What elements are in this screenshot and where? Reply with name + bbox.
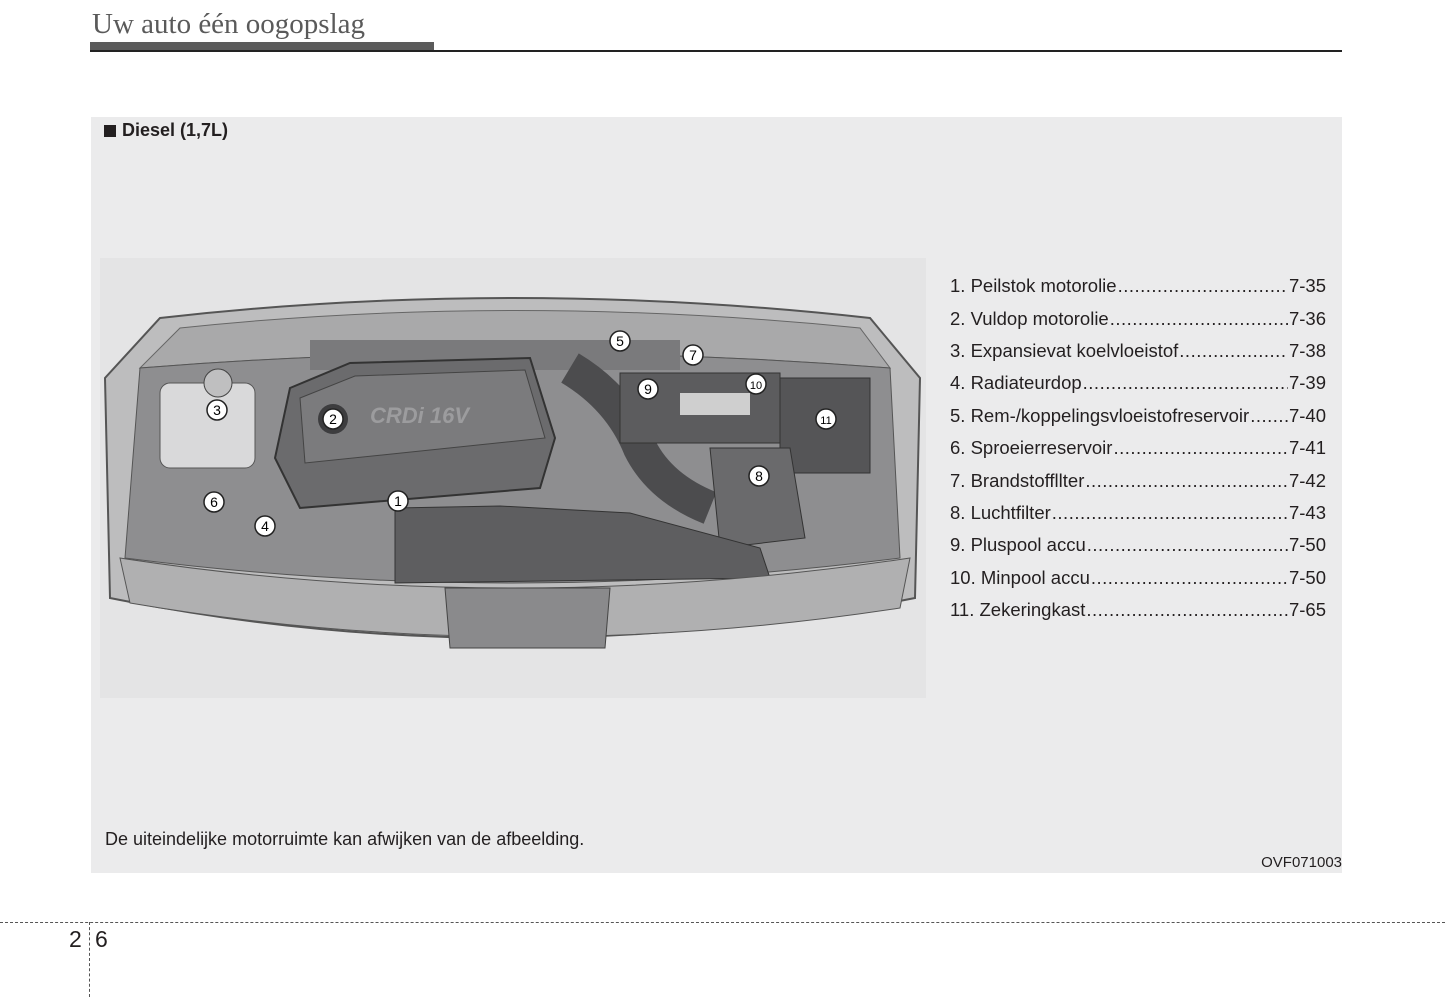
engine-bay-drawing: CRDi 16V 1 2 3 4 5 6 7 8 9 10 11 bbox=[103, 297, 922, 649]
callout-marker: 2 bbox=[322, 408, 344, 430]
callout-number: 10 bbox=[750, 380, 762, 392]
legend-item: 1. Peilstok motorolie 7-35 bbox=[950, 270, 1326, 302]
callout-marker: 4 bbox=[254, 515, 276, 537]
footer-divider bbox=[0, 922, 1445, 923]
callout-number: 4 bbox=[261, 518, 269, 534]
legend-label: 3. Expansievat koelvloeistof bbox=[950, 339, 1179, 361]
legend-item: 11. Zekeringkast 7-65 bbox=[950, 594, 1326, 626]
component-legend: 1. Peilstok motorolie 7-35 2. Vuldop motor… bbox=[950, 270, 1326, 626]
callout-marker: 11 bbox=[815, 408, 837, 430]
legend-label: 4. Radiateurdop bbox=[950, 372, 1082, 394]
legend-label: 8. Luchtfilter bbox=[950, 501, 1051, 523]
leader-dots bbox=[1110, 308, 1288, 330]
legend-label: 10. Minpool accu bbox=[950, 566, 1090, 588]
page-title: Uw auto één oogopslag bbox=[92, 8, 366, 40]
legend-item: 10. Minpool accu 7-50 bbox=[950, 562, 1326, 594]
section-label: Diesel (1,7L) bbox=[122, 120, 229, 140]
callout-marker: 6 bbox=[203, 491, 225, 513]
callout-marker: 8 bbox=[748, 465, 770, 487]
legend-page-ref: 7-36 bbox=[1288, 307, 1326, 329]
legend-label: 11. Zekeringkast bbox=[950, 599, 1086, 621]
legend-page-ref: 7-50 bbox=[1288, 534, 1326, 556]
leader-dots bbox=[1083, 372, 1288, 394]
callout-number: 1 bbox=[394, 493, 402, 509]
callout-number: 2 bbox=[329, 411, 337, 427]
callout-marker: 5 bbox=[609, 330, 631, 352]
legend-label: 5. Rem-/koppelingsvloeistofreservoir bbox=[950, 404, 1250, 426]
legend-label: 1. Peilstok motorolie bbox=[950, 275, 1117, 297]
callout-marker: 10 bbox=[745, 373, 767, 395]
callout-number: 7 bbox=[689, 347, 697, 363]
callout-marker: 9 bbox=[637, 378, 659, 400]
figure-code: OVF071003 bbox=[1261, 854, 1342, 871]
legend-page-ref: 7-38 bbox=[1288, 339, 1326, 361]
section-heading: Diesel (1,7L) bbox=[104, 120, 228, 141]
leader-dots bbox=[1087, 534, 1288, 556]
page-number: 6 bbox=[95, 926, 108, 952]
square-bullet-icon bbox=[104, 124, 116, 137]
legend-label: 7. Brandstoffllter bbox=[950, 469, 1085, 491]
leader-dots bbox=[1179, 340, 1288, 362]
legend-page-ref: 7-42 bbox=[1288, 469, 1326, 491]
title-rule bbox=[90, 50, 1342, 52]
callout-number: 8 bbox=[755, 468, 763, 484]
legend-page-ref: 7-35 bbox=[1288, 275, 1326, 297]
legend-page-ref: 7-40 bbox=[1288, 404, 1326, 426]
callout-marker: 1 bbox=[387, 490, 409, 512]
leader-dots bbox=[1118, 275, 1288, 297]
legend-label: 9. Pluspool accu bbox=[950, 534, 1086, 556]
leader-dots bbox=[1052, 502, 1288, 524]
legend-item: 2. Vuldop motorolie 7-36 bbox=[950, 302, 1326, 334]
engine-badge: CRDi 16V bbox=[370, 403, 471, 428]
legend-label: 2. Vuldop motorolie bbox=[950, 307, 1109, 329]
callout-number: 11 bbox=[820, 415, 831, 427]
footer-vertical-divider bbox=[89, 922, 90, 997]
legend-page-ref: 7-50 bbox=[1288, 566, 1326, 588]
callout-number: 3 bbox=[213, 402, 221, 418]
legend-item: 3. Expansievat koelvloeistof 7-38 bbox=[950, 335, 1326, 367]
legend-item: 4. Radiateurdop 7-39 bbox=[950, 367, 1326, 399]
legend-item: 9. Pluspool accu 7-50 bbox=[950, 529, 1326, 561]
legend-label: 6. Sproeierreservoir bbox=[950, 437, 1113, 459]
chapter-number: 2 bbox=[69, 926, 82, 952]
legend-page-ref: 7-65 bbox=[1288, 599, 1326, 621]
legend-item: 7. Brandstoffllter 7-42 bbox=[950, 464, 1326, 496]
leader-dots bbox=[1250, 405, 1288, 427]
engine-bay-illustration: CRDi 16V 1 2 3 4 5 6 7 8 9 10 11 bbox=[100, 258, 926, 698]
callout-number: 5 bbox=[616, 333, 624, 349]
callout-number: 9 bbox=[644, 381, 652, 397]
leader-dots bbox=[1085, 470, 1288, 492]
title-bar bbox=[90, 42, 434, 50]
legend-page-ref: 7-39 bbox=[1288, 372, 1326, 394]
leader-dots bbox=[1113, 437, 1288, 459]
callout-marker: 3 bbox=[206, 399, 228, 421]
legend-item: 5. Rem-/koppelingsvloeistofreservoir 7-40 bbox=[950, 400, 1326, 432]
legend-item: 6. Sproeierreservoir 7-41 bbox=[950, 432, 1326, 464]
legend-item: 8. Luchtfilter 7-43 bbox=[950, 497, 1326, 529]
callout-number: 6 bbox=[210, 494, 218, 510]
legend-page-ref: 7-43 bbox=[1288, 501, 1326, 523]
figure-note: De uiteindelijke motorruimte kan afwijke… bbox=[105, 829, 585, 849]
leader-dots bbox=[1091, 567, 1288, 589]
callout-marker: 7 bbox=[682, 344, 704, 366]
leader-dots bbox=[1086, 599, 1288, 621]
legend-page-ref: 7-41 bbox=[1288, 437, 1326, 459]
